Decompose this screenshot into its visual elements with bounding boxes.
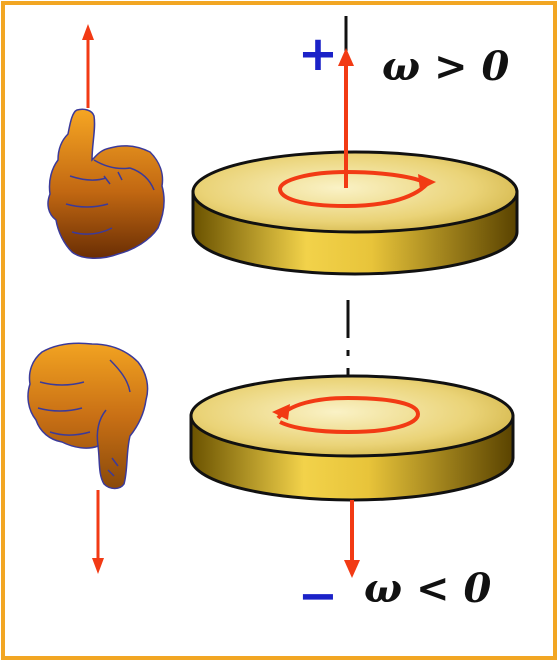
disk-bottom (189, 374, 515, 502)
thumb-direction-arrow-up (82, 24, 94, 108)
thumbs-down-hand-icon (27, 342, 149, 490)
rotation-arrow-cw (272, 395, 421, 435)
rotation-arrow-ccw (277, 169, 436, 209)
omega-negative-label: ω < 0 (364, 565, 491, 612)
omega-vector-down (344, 500, 360, 578)
disk-top (191, 150, 519, 276)
omega-positive-label: ω > 0 (382, 43, 509, 90)
positive-sign: + (298, 26, 338, 82)
thumbs-up-hand-icon (47, 108, 165, 259)
omega-vector-up (338, 48, 354, 188)
negative-sign: − (298, 568, 338, 624)
thumb-direction-arrow-down (92, 490, 104, 574)
